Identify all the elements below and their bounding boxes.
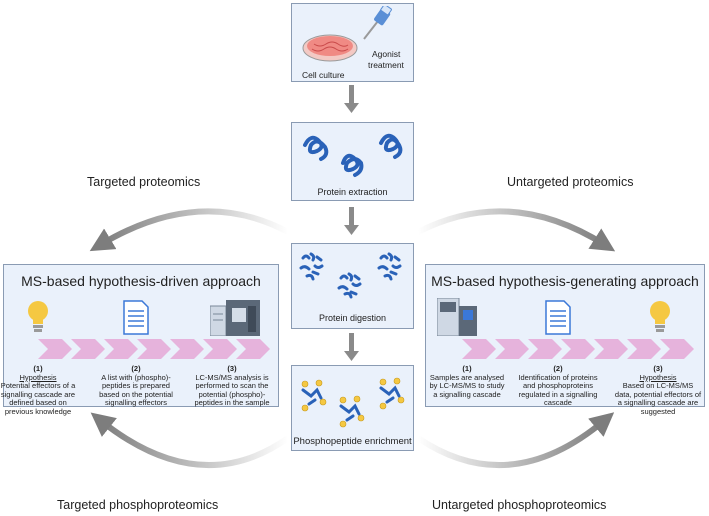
document-icon-right — [545, 300, 571, 335]
right-step-3: (3) Hypothesis Based on LC-MS/MS data, p… — [614, 364, 702, 417]
left-step-1-text: Potential effectors of a signalling casc… — [0, 381, 76, 416]
protein-digestion-label: Protein digestion — [318, 313, 387, 323]
label-untargeted-proteomics: Untargeted proteomics — [507, 175, 634, 189]
right-step-2-num: (2) — [553, 364, 563, 373]
label-targeted-phospho: Targeted phosphoproteomics — [57, 498, 219, 512]
left-step-3: (3) LC-MS/MS analysis is performed to sc… — [189, 364, 275, 408]
phosphopeptide-label: Phosphopeptide enrichment — [293, 436, 412, 447]
mass-spectrometer-icon-right — [437, 298, 477, 336]
arrow-targeted-proteomics — [89, 208, 290, 252]
arrow-untargeted-phospho — [416, 412, 615, 468]
right-step-2-text: Identification of proteins and phosphopr… — [518, 372, 598, 408]
protein-extraction-label: Protein extraction — [317, 187, 388, 197]
arrow-untargeted-proteomics — [416, 208, 616, 252]
right-step-1-text: Samples are analysed by LC-MS/MS to stud… — [429, 372, 505, 399]
pipette-icon — [363, 6, 392, 40]
protein-icon — [303, 133, 403, 177]
left-step-3-num: (3) — [227, 364, 237, 373]
digested-protein-icon — [299, 252, 402, 299]
left-step-2-num: (2) — [131, 364, 141, 373]
right-step-2: (2) Identification of proteins and phosp… — [515, 364, 601, 408]
hypothesis-driven-panel: MS-based hypothesis-driven approach — [3, 264, 279, 407]
label-targeted-proteomics: Targeted proteomics — [87, 175, 201, 189]
right-panel-title: MS-based hypothesis-generating approach — [431, 273, 699, 289]
left-progress-chevrons — [38, 339, 270, 359]
petri-dish-icon — [302, 34, 358, 62]
phosphopeptide-box: Phosphopeptide enrichment — [291, 365, 414, 451]
agonist-label-line2: treatment — [368, 60, 404, 70]
protein-extraction-box: Protein extraction — [291, 122, 414, 201]
right-progress-chevrons — [462, 339, 694, 359]
label-untargeted-phospho: Untargeted phosphoproteomics — [432, 498, 607, 512]
lightbulb-icon-right — [650, 301, 670, 332]
lightbulb-icon — [28, 301, 48, 332]
left-step-2: (2) A list with (phospho)-peptides is pr… — [93, 364, 179, 408]
cell-culture-label: Cell culture — [302, 70, 345, 80]
agonist-label-line1: Agonist — [372, 49, 401, 59]
left-step-1: (1) Hypothesis Potential effectors of a … — [0, 364, 81, 417]
protein-digestion-box: Protein digestion — [291, 243, 414, 329]
mass-spectrometer-icon — [210, 300, 260, 336]
right-step-3-hypothesis: Hypothesis — [639, 372, 677, 382]
left-step-1-hypothesis: Hypothesis — [19, 372, 57, 382]
right-step-1-num: (1) — [462, 364, 472, 373]
left-step-3-text: LC-MS/MS analysis is performed to scan t… — [194, 372, 270, 408]
right-step-3-text: Based on LC-MS/MS data, potential effect… — [614, 381, 702, 416]
document-icon — [123, 300, 149, 335]
left-step-1-num: (1) — [33, 364, 43, 373]
right-step-3-num: (3) — [653, 364, 663, 373]
right-step-1: (1) Samples are analysed by LC-MS/MS to … — [427, 364, 507, 399]
left-panel-title: MS-based hypothesis-driven approach — [21, 273, 261, 289]
cell-culture-box: Cell culture Agonist treatment — [291, 3, 414, 82]
phosphopeptide-icon — [301, 377, 405, 428]
arrow-targeted-phospho — [90, 412, 290, 468]
left-step-2-text: A list with (phospho)-peptides is prepar… — [99, 372, 173, 408]
